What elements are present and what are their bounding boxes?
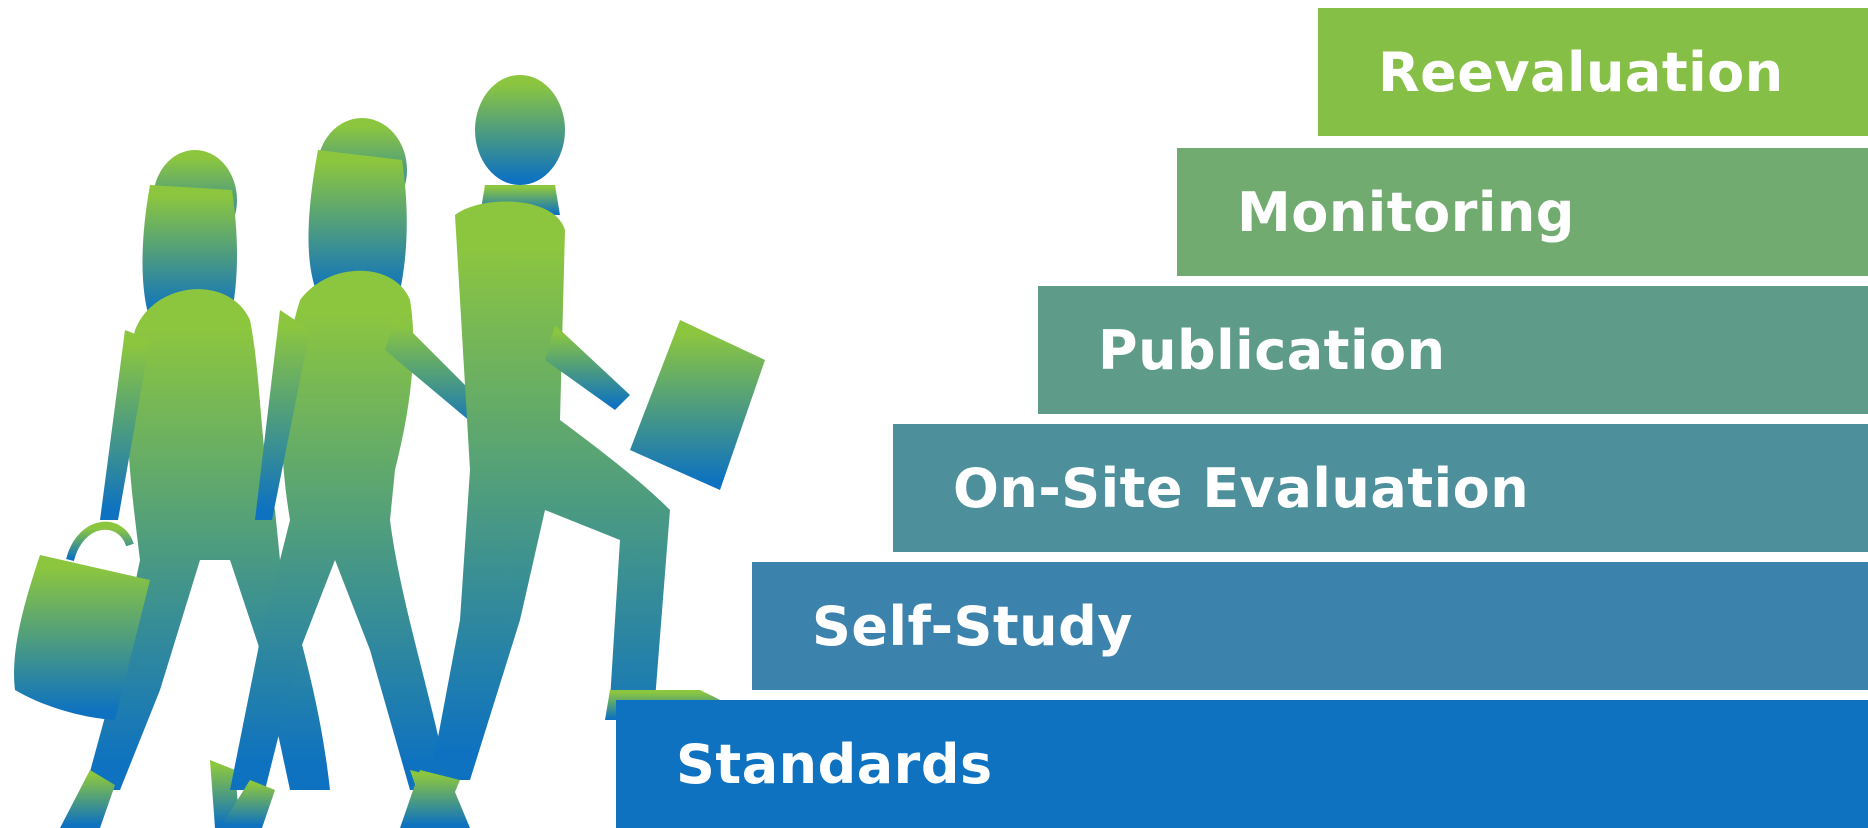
step-standards: Standards (616, 700, 1868, 828)
step-self-study: Self-Study (752, 562, 1868, 690)
step-publication: Publication (1038, 286, 1868, 414)
step-on-site-evaluation: On-Site Evaluation (893, 424, 1868, 552)
step-label: Standards (676, 732, 993, 796)
step-reevaluation: Reevaluation (1318, 8, 1868, 136)
step-label: On-Site Evaluation (953, 456, 1530, 520)
step-label: Publication (1098, 318, 1446, 382)
step-label: Self-Study (812, 594, 1133, 658)
step-monitoring: Monitoring (1177, 148, 1868, 276)
step-label: Reevaluation (1378, 40, 1784, 104)
step-label: Monitoring (1237, 180, 1575, 244)
woman-left-silhouette (14, 150, 330, 828)
walking-people-silhouette-icon (14, 75, 765, 828)
man-front-silhouette (400, 75, 765, 828)
